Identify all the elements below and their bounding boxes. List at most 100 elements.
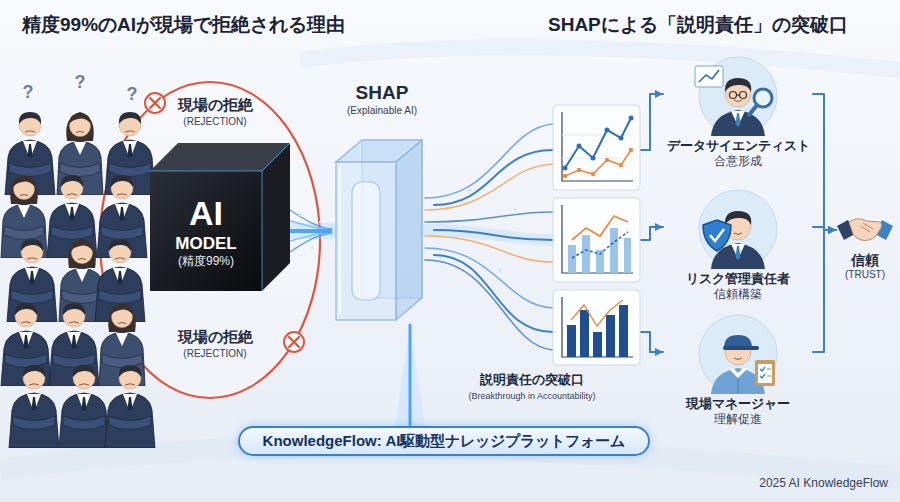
status-sublabel: (REJECTION) (183, 116, 246, 128)
line-chart (565, 118, 631, 168)
status-sublabel-box: (REJECTION) (183, 348, 246, 360)
caption-sublabel: (Breakthrough in Accountability) (468, 391, 595, 402)
combo-chart (553, 198, 640, 282)
combo-chart (553, 198, 640, 282)
role-card-art (699, 190, 777, 268)
crowd (105, 365, 155, 448)
bar-chart (619, 305, 628, 357)
line-chart (553, 105, 640, 190)
role-card-art (699, 70, 719, 82)
connector (290, 229, 330, 233)
role-card-art (760, 374, 765, 378)
reject-mark (284, 332, 304, 352)
line-chart (605, 128, 610, 133)
role-card-art (724, 335, 752, 348)
role-card-art (703, 220, 731, 251)
combo-chart (562, 205, 633, 273)
reject-mark (284, 332, 304, 352)
trust-icon: 信頼(TRUST) (836, 210, 894, 281)
bar-chart (567, 325, 576, 357)
connector (434, 94, 663, 205)
role-card-art (725, 78, 751, 92)
explanation-rays (425, 260, 553, 350)
role-card-art (754, 89, 772, 107)
line-chart (605, 158, 609, 162)
background-swoosh (0, 447, 900, 478)
light-beam (290, 210, 332, 229)
banner-glow (395, 326, 425, 426)
line-chart (619, 136, 624, 141)
text-block: リスク管理責任者信頼構築 (663, 185, 813, 301)
text-block: 信頼(TRUST) (836, 210, 894, 281)
shap-prism: SHAP(Explainable AI) (330, 82, 434, 325)
page-title-box: 精度99%のAIが現場で拒絶される理由 (22, 14, 345, 37)
node-subtext: 理解促進 (714, 412, 762, 426)
text-block: データサイエンティスト合意形成 (663, 52, 813, 168)
sparkles (311, 247, 314, 250)
node-heading: 現場マネージャー (686, 396, 790, 412)
trust-icon-art (837, 220, 855, 240)
crowd (1, 112, 155, 448)
combo-chart (572, 232, 628, 258)
role-card-art (736, 113, 741, 127)
combo-chart (582, 235, 590, 273)
line-chart (629, 148, 633, 152)
sparkles (319, 221, 321, 223)
bar-chart (562, 297, 633, 357)
shap-prism-art (330, 82, 434, 325)
shap-prism-art (339, 168, 341, 314)
reject-mark (145, 93, 165, 113)
reject-mark (289, 337, 299, 347)
crowd (9, 365, 59, 448)
status-sublabel: (REJECTION) (183, 348, 246, 360)
sparkles (298, 213, 301, 216)
trust-icon-art (836, 210, 894, 250)
line-chart (591, 156, 596, 161)
text-block: AIMODEL(精度99%) (150, 171, 262, 291)
role-card-art (730, 92, 737, 99)
question-mark-box: ? (23, 82, 34, 104)
role-card-art (758, 364, 772, 383)
sparkles (499, 269, 502, 272)
platform-banner: KnowledgeFlow: AI駆動型ナレッジプラットフォーム (238, 426, 650, 456)
line-chart (563, 174, 567, 178)
bar-chart (571, 300, 623, 326)
question-mark: ? (75, 72, 86, 94)
role-card-art (730, 92, 747, 99)
bar-chart (580, 310, 589, 357)
trust-icon-art (875, 220, 893, 240)
bar-chart (567, 305, 628, 357)
role-card-art (767, 369, 771, 370)
text-block: 現場マネージャー理解促進 (663, 310, 813, 426)
role-card-art (725, 211, 751, 225)
role-card-art (736, 246, 741, 260)
node-heading: 信頼 (851, 252, 879, 269)
ai-model-cube-art (150, 143, 290, 171)
line-chart (577, 168, 581, 172)
ai-model-cube-art (150, 143, 290, 171)
crowd (59, 365, 109, 448)
line-chart (563, 148, 633, 178)
trust-icon-art (849, 219, 882, 241)
role-card-art (738, 378, 739, 394)
node-subtext: 信頼構築 (714, 287, 762, 301)
light-beam (290, 233, 332, 252)
light-beam (290, 221, 332, 230)
ai-model-cube-art (262, 171, 263, 291)
shap-prism-art (336, 140, 422, 162)
role-card-art (725, 214, 751, 240)
line-chart (591, 172, 595, 176)
node-subtext: (Explainable AI) (347, 105, 417, 117)
role-card-art (663, 185, 813, 269)
combo-chart (568, 245, 576, 273)
role-card-art (699, 57, 777, 135)
node-subtext: (精度99%) (178, 254, 234, 268)
role-card-art (734, 358, 742, 360)
trust-icon-art (836, 210, 894, 250)
sparkles (469, 189, 472, 192)
light-beam (288, 210, 332, 252)
text-block: SHAP(Explainable AI) (330, 82, 434, 117)
